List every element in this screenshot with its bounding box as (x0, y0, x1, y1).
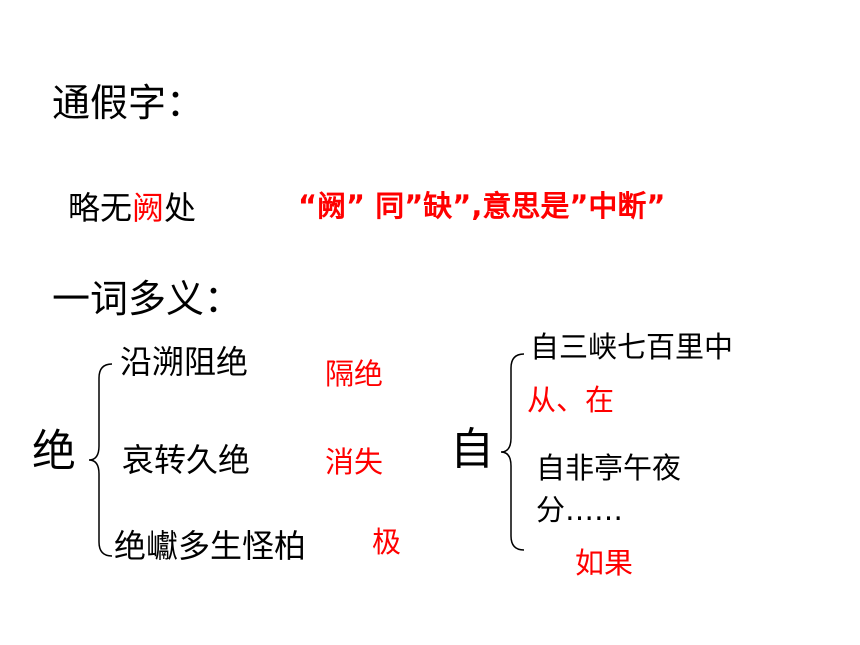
zi-phrase-2-line2: 分…… (536, 493, 624, 527)
jue-meaning-3: 极 (372, 525, 402, 559)
word-jue: 绝 (32, 426, 76, 477)
zi-phrase-1: 自三峡七百里中 (530, 330, 734, 364)
example-phrase: 略无阙处 (68, 192, 196, 224)
jue-phrase-3: 绝巘多生怪柏 (114, 527, 307, 565)
zi-meaning-1: 从、在 (527, 383, 615, 417)
zi-meaning-2: 如果 (575, 546, 634, 580)
example-text-pre: 略无 (68, 189, 133, 227)
jue-meaning-1: 隔绝 (325, 357, 384, 391)
brace-zi (500, 353, 525, 551)
example-explanation: “阙” 同”缺”,意思是”中断” (298, 189, 666, 223)
section-title-yicifuoyi: 一词多义： (52, 277, 243, 321)
word-zi: 自 (450, 424, 494, 475)
section-title-tongjiazi: 通假字： (52, 81, 205, 125)
jue-meaning-2: 消失 (325, 445, 384, 479)
jue-phrase-2: 哀转久绝 (122, 441, 251, 479)
example-text-post: 处 (164, 189, 197, 227)
zi-phrase-2-line1: 自非亭午夜 (536, 451, 682, 485)
example-highlight-char: 阙 (132, 189, 165, 227)
jue-phrase-1: 沿溯阻绝 (120, 343, 249, 381)
brace-jue (88, 363, 113, 557)
